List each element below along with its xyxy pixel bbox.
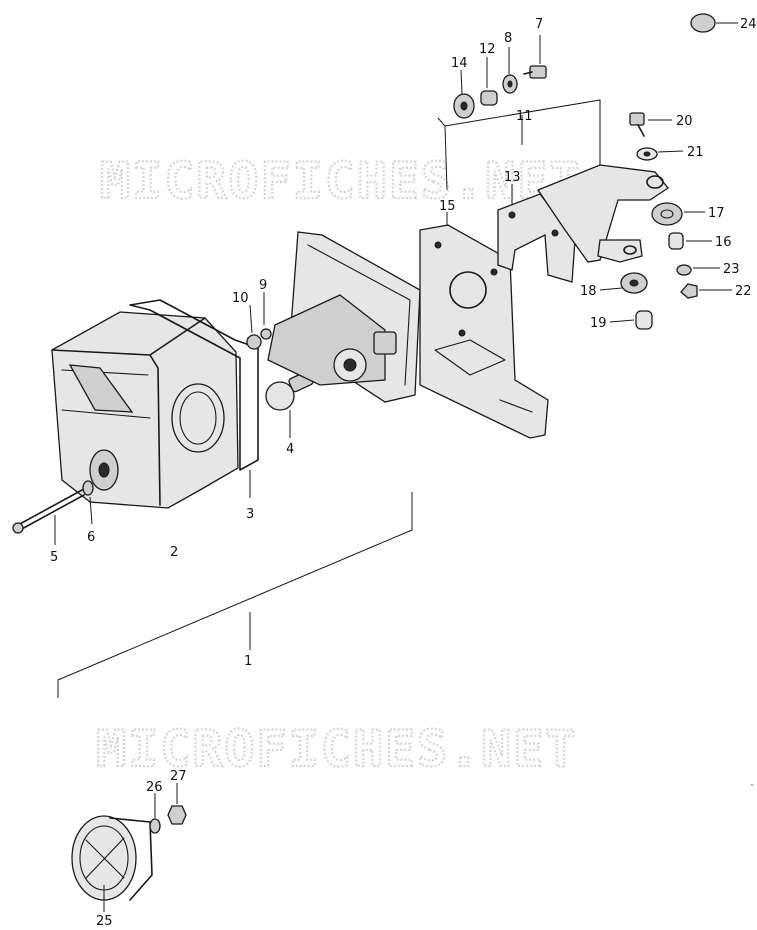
washer-26 — [149, 793, 161, 834]
callout-10: 10 — [232, 291, 249, 306]
bolt-7 — [523, 35, 547, 79]
watermark-top: MICROFICHES.NET — [100, 152, 582, 210]
callout-5: 5 — [50, 550, 58, 565]
callout-25: 25 — [96, 914, 113, 929]
callout-14: 14 — [451, 56, 468, 71]
callout-23: 23 — [723, 262, 740, 277]
callout-7: 7 — [535, 17, 543, 32]
callout-9: 9 — [259, 278, 267, 293]
callout-24: 24 — [740, 17, 757, 32]
collar-16 — [668, 232, 712, 250]
callout-4: 4 — [286, 442, 294, 457]
callout-19: 19 — [590, 316, 607, 331]
grommet-17 — [651, 202, 705, 226]
callout-20: 20 — [676, 114, 693, 129]
bolt-20 — [629, 112, 672, 137]
callout-13: 13 — [504, 170, 521, 185]
callout-15: 15 — [439, 199, 456, 214]
tail-lamp-housing — [51, 311, 239, 509]
stray-dot — [751, 784, 753, 786]
assembly-bracket-11 — [437, 99, 601, 191]
washer-6 — [82, 480, 94, 525]
grommet-14 — [453, 69, 475, 119]
callout-18: 18 — [580, 284, 597, 299]
nut-23 — [676, 264, 720, 276]
callout-2: 2 — [170, 545, 178, 560]
lamp-gasket — [129, 299, 259, 498]
assembly-bracket-1 — [57, 492, 413, 698]
callout-16: 16 — [715, 235, 732, 250]
callout-17: 17 — [708, 206, 725, 221]
washer-8 — [502, 47, 518, 94]
washer-21 — [636, 147, 684, 161]
watermark-bottom: MICROFICHES.NET — [96, 720, 578, 778]
collar-12 — [480, 57, 498, 106]
collar-19 — [609, 310, 653, 330]
nut-and-washer — [246, 292, 272, 350]
callout-12: 12 — [479, 42, 496, 57]
nut-27 — [167, 783, 187, 825]
callout-11: 11 — [516, 109, 533, 124]
screw — [12, 489, 85, 545]
callout-26: 26 — [146, 780, 163, 795]
nut-22 — [680, 283, 732, 299]
callout-1: 1 — [244, 654, 252, 669]
bulb — [265, 370, 314, 438]
reflector — [71, 815, 153, 912]
callout-22: 22 — [735, 284, 752, 299]
cap-24 — [690, 13, 738, 33]
callout-8: 8 — [504, 31, 512, 46]
callout-6: 6 — [87, 530, 95, 545]
callout-21: 21 — [687, 145, 704, 160]
callout-27: 27 — [170, 769, 187, 784]
grommet-18 — [599, 272, 648, 294]
mounting-plate — [419, 212, 549, 439]
callout-3: 3 — [246, 507, 254, 522]
arm-bracket — [537, 164, 669, 263]
socket-plate — [267, 231, 421, 403]
